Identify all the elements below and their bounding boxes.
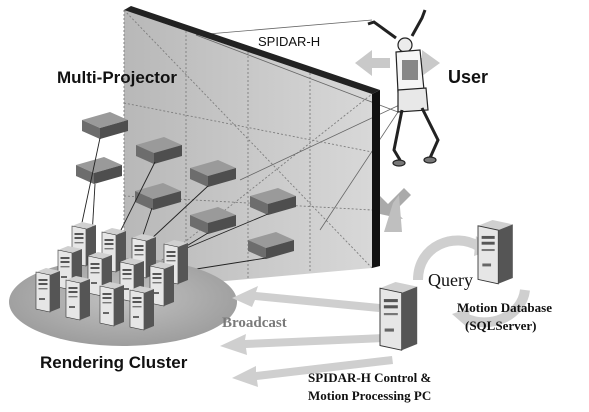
broadcast-arrows: [220, 286, 393, 387]
basketball-player-icon: [367, 9, 440, 167]
control-pc: [379, 281, 418, 351]
broadcast-label: Broadcast: [222, 315, 287, 331]
control-pc-label-1: SPIDAR-H Control &: [308, 370, 432, 385]
motion-db-label-1: Motion Database: [457, 300, 552, 315]
motion-database-server: [477, 219, 514, 285]
spidar-label: SPIDAR-H: [258, 34, 321, 49]
user-arrows: [355, 50, 440, 232]
spidar-screen: [123, 6, 411, 291]
multi-projector-label: Multi-Projector: [57, 68, 177, 87]
query-circle-arrows: [413, 235, 530, 328]
user-label: User: [448, 67, 489, 87]
motion-db-label-2: (SQLServer): [465, 318, 537, 333]
control-pc-label-2: Motion Processing PC: [308, 388, 432, 403]
query-label: Query: [428, 270, 473, 290]
rendering-cluster-label: Rendering Cluster: [40, 353, 188, 372]
